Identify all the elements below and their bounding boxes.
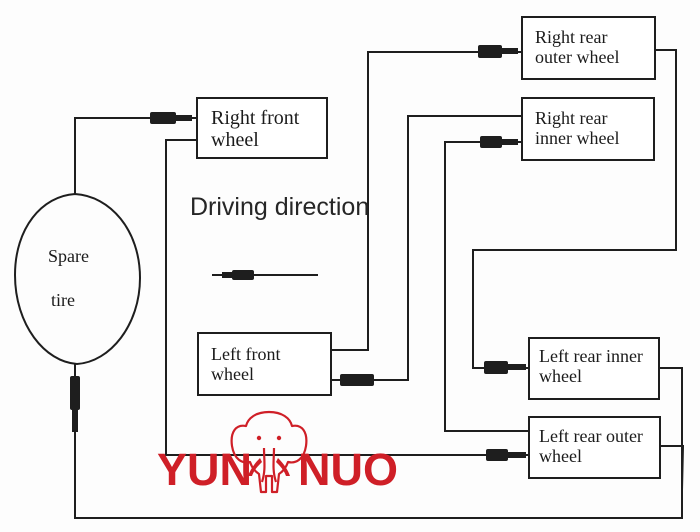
connector-icon: [150, 112, 176, 124]
logo-text-part1: YUN: [157, 444, 253, 495]
connectors: [70, 45, 526, 461]
left-front-label-line2: wheel: [211, 364, 254, 385]
connector-icon: [478, 45, 502, 58]
connector-icon: [500, 48, 518, 54]
right-front-label-line2: wheel: [211, 129, 259, 152]
left-front-wheel-box: Left front wheel: [197, 332, 332, 396]
connector-icon: [486, 449, 508, 461]
connector-icon: [484, 361, 508, 374]
left-rear-inner-wheel-box: Left rear inner wheel: [528, 337, 660, 400]
wire-rri-to-lro: [444, 141, 528, 432]
spare-tire-label-line2: tire: [51, 290, 75, 310]
spare-tire-outline: [13, 192, 142, 366]
wire-left-front-to-rri: [332, 115, 521, 381]
right-rear-outer-wheel-box: Right rear outer wheel: [521, 16, 656, 80]
connector-icon: [500, 139, 518, 145]
wire-right-front-down: [165, 139, 528, 456]
driving-direction-label: Driving direction: [190, 193, 370, 221]
wire-right-rear-outer-return: [472, 49, 677, 369]
direction-arrow-tip-icon: [222, 272, 234, 278]
left-rear-inner-label-line2: wheel: [539, 366, 582, 387]
left-rear-inner-label-line1: Left rear inner: [539, 346, 643, 366]
connector-icon: [340, 374, 374, 386]
connector-icon: [172, 115, 192, 121]
connector-icon: [480, 136, 502, 148]
wire-spare-to-right-front: [74, 117, 196, 194]
spare-tire-label-line1: Spare: [48, 246, 89, 266]
connector-icon: [70, 376, 80, 410]
wire-left-rear-inner-loop: [660, 367, 683, 490]
wire-left-front-to-rro: [332, 51, 521, 351]
wire-spare-loop-bottom: [74, 364, 685, 519]
connector-icon: [72, 408, 78, 432]
left-rear-outer-label-line1: Left rear outer: [539, 426, 643, 446]
right-front-label-line1: Right front: [211, 107, 300, 129]
right-rear-inner-wheel-box: Right rear inner wheel: [521, 97, 655, 161]
left-rear-outer-wheel-box: Left rear outer wheel: [528, 416, 661, 479]
right-rear-inner-label-line2: inner wheel: [535, 128, 620, 149]
left-rear-outer-label-line2: wheel: [539, 446, 582, 467]
right-rear-outer-label-line1: Right rear: [535, 27, 608, 47]
logo-text-part2: NUO: [298, 444, 398, 495]
right-rear-outer-label-line2: outer wheel: [535, 47, 620, 68]
brand-logo: YUN NUO: [157, 442, 412, 498]
right-rear-inner-label-line1: Right rear: [535, 108, 608, 128]
connector-icon: [506, 452, 526, 458]
left-front-label-line1: Left front: [211, 344, 281, 364]
connector-icon: [506, 364, 526, 370]
right-front-wheel-box: Right front wheel: [196, 97, 328, 159]
elephant-icon: [230, 410, 308, 494]
direction-arrow-head-icon: [232, 270, 254, 280]
